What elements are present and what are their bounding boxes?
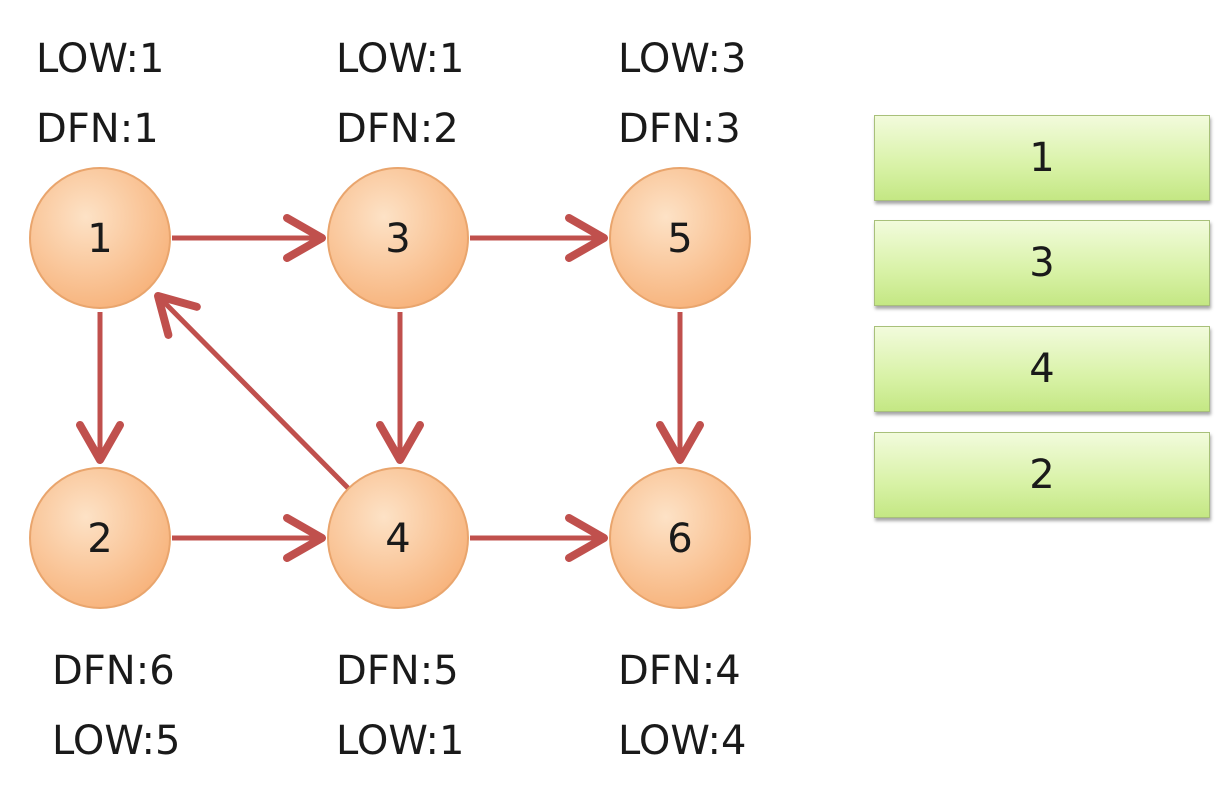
node-5-low-label: LOW:3 — [618, 36, 746, 82]
node-label: 4 — [385, 516, 410, 562]
stack-item[interactable]: 4 — [874, 326, 1210, 412]
stack-item[interactable]: 1 — [874, 115, 1210, 201]
node-2[interactable]: 2 — [29, 467, 171, 609]
node-3[interactable]: 3 — [327, 167, 469, 309]
node-6-low-label: LOW:4 — [618, 718, 746, 764]
stack-item[interactable]: 2 — [874, 432, 1210, 518]
node-label: 6 — [667, 516, 692, 562]
node-label: 2 — [87, 516, 112, 562]
nodes-group: 1 3 5 2 4 6 — [29, 167, 751, 609]
stack-item[interactable]: 3 — [874, 220, 1210, 306]
node-6-dfn-label: DFN:4 — [618, 648, 741, 694]
node-4[interactable]: 4 — [327, 467, 469, 609]
node-2-dfn-label: DFN:6 — [52, 648, 175, 694]
node-4-low-label: LOW:1 — [336, 718, 464, 764]
node-1-dfn-label: DFN:1 — [36, 106, 159, 152]
node-1[interactable]: 1 — [29, 167, 171, 309]
node-5[interactable]: 5 — [609, 167, 751, 309]
edges-group — [76, 214, 704, 562]
node-3-low-label: LOW:1 — [336, 36, 464, 82]
node-info-labels: LOW:1 DFN:1 LOW:1 DFN:2 LOW:3 DFN:3 DFN:… — [36, 36, 746, 764]
node-5-dfn-label: DFN:3 — [618, 106, 741, 152]
node-1-low-label: LOW:1 — [36, 36, 164, 82]
node-4-dfn-label: DFN:5 — [336, 648, 459, 694]
node-label: 5 — [667, 216, 692, 262]
node-label: 1 — [87, 216, 112, 262]
edge-4-to-1 — [154, 292, 350, 490]
node-3-dfn-label: DFN:2 — [336, 106, 459, 152]
node-2-low-label: LOW:5 — [52, 718, 180, 764]
node-6[interactable]: 6 — [609, 467, 751, 609]
node-label: 3 — [385, 216, 410, 262]
